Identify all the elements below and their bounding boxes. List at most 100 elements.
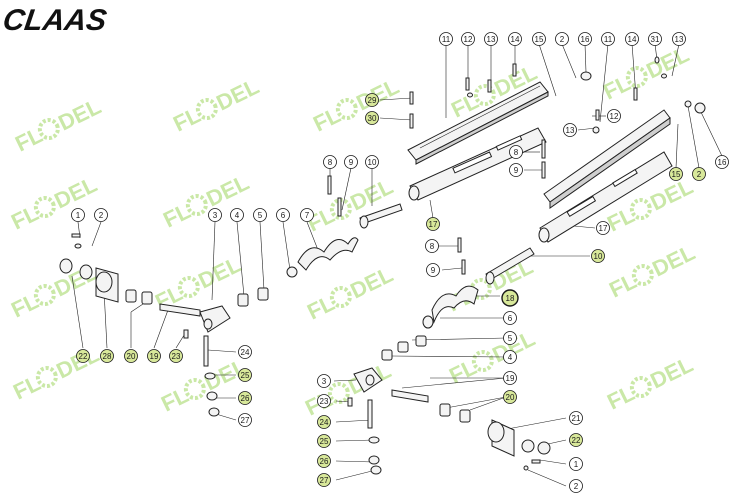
callout-15: 15 [669, 167, 683, 181]
callout-circle [503, 331, 517, 345]
callout-circle [601, 32, 615, 46]
parts-artwork [59, 56, 706, 475]
bushings-left [59, 233, 269, 307]
callout-8: 8 [323, 155, 337, 169]
callout-6: 6 [276, 208, 290, 222]
callout-label: 12 [464, 35, 473, 44]
callout-8: 8 [509, 145, 523, 159]
watermark-text-left: FL [159, 198, 194, 232]
callout-label: 10 [594, 252, 603, 261]
callout-circle [317, 415, 331, 429]
callout-circle [607, 109, 621, 123]
callout-label: 10 [368, 158, 377, 167]
claas-logo: CLAAS [1, 4, 109, 37]
callout-label: 27 [320, 476, 329, 485]
callout-circle [509, 145, 523, 159]
callout-1: 1 [71, 208, 85, 222]
callout-2: 2 [569, 479, 583, 493]
bracket-lower [353, 367, 383, 393]
callout-label: 13 [566, 126, 575, 135]
callout-label: 23 [172, 352, 181, 361]
callout-label: 21 [572, 414, 581, 423]
callout-11: 11 [439, 32, 453, 46]
callout-label: 7 [305, 211, 310, 220]
callout-circle [253, 208, 267, 222]
callout-circle [503, 390, 517, 404]
callout-circle [238, 413, 252, 427]
callout-2: 2 [555, 32, 569, 46]
callout-label: 20 [127, 352, 136, 361]
callout-10: 10 [591, 249, 605, 263]
callout-circle [94, 208, 108, 222]
callout-14: 14 [508, 32, 522, 46]
callout-20: 20 [124, 349, 138, 363]
callout-19: 19 [147, 349, 161, 363]
callout-label: 28 [103, 352, 112, 361]
callout-label: 16 [581, 35, 590, 44]
callout-22: 22 [569, 433, 583, 447]
callout-label: 6 [281, 211, 286, 220]
shaft-left [159, 303, 201, 317]
callout-23: 23 [169, 349, 183, 363]
callout-label: 2 [99, 211, 104, 220]
callout-circle [503, 311, 517, 325]
callout-label: 11 [442, 35, 451, 44]
watermark-text-left: FL [9, 370, 44, 404]
callout-5: 5 [253, 208, 267, 222]
callout-circle [365, 155, 379, 169]
callout-11: 11 [601, 32, 615, 46]
callout-27: 27 [317, 473, 331, 487]
shaft-upper [359, 203, 403, 229]
callout-20: 20 [503, 390, 517, 404]
callout-2: 2 [94, 208, 108, 222]
callout-label: 14 [511, 35, 520, 44]
callout-circle [555, 32, 569, 46]
bushings-lower [381, 335, 471, 423]
callout-circle [230, 208, 244, 222]
watermark-text-left: FL [603, 380, 638, 414]
watermark-text-right: DEL [346, 262, 397, 304]
callout-25: 25 [238, 368, 252, 382]
callout-22: 22 [76, 349, 90, 363]
callout-label: 9 [514, 166, 519, 175]
callout-label: 2 [697, 170, 702, 179]
callout-circle [715, 155, 729, 169]
callout-label: 13 [487, 35, 496, 44]
callout-21: 21 [569, 411, 583, 425]
callout-label: 26 [320, 457, 329, 466]
callout-label: 25 [320, 437, 329, 446]
watermark-text-right: DEL [646, 352, 697, 394]
callout-label: 11 [604, 35, 613, 44]
bolt-stack-left [183, 329, 220, 417]
watermark-text-left: FL [11, 122, 46, 156]
callout-circle [276, 208, 290, 222]
callout-7: 7 [300, 208, 314, 222]
callout-circle [344, 155, 358, 169]
callout-25: 25 [317, 434, 331, 448]
callout-circle [596, 221, 610, 235]
callout-circle [426, 217, 440, 231]
watermark-text-left: FL [605, 268, 640, 302]
gear-icon [329, 286, 352, 309]
callout-label: 1 [76, 211, 81, 220]
callout-3: 3 [208, 208, 222, 222]
small-pins [327, 56, 706, 275]
callout-9: 9 [426, 263, 440, 277]
gear-icon [37, 118, 60, 141]
callout-26: 26 [317, 454, 331, 468]
callout-label: 14 [628, 35, 637, 44]
watermark-text-right: DEL [642, 42, 693, 84]
callout-19: 19 [503, 371, 517, 385]
callout-label: 2 [560, 35, 565, 44]
callout-circle [569, 433, 583, 447]
callout-circle [169, 349, 183, 363]
callout-label: 26 [241, 394, 250, 403]
callout-label: 5 [258, 211, 263, 220]
trough-right [543, 109, 671, 209]
